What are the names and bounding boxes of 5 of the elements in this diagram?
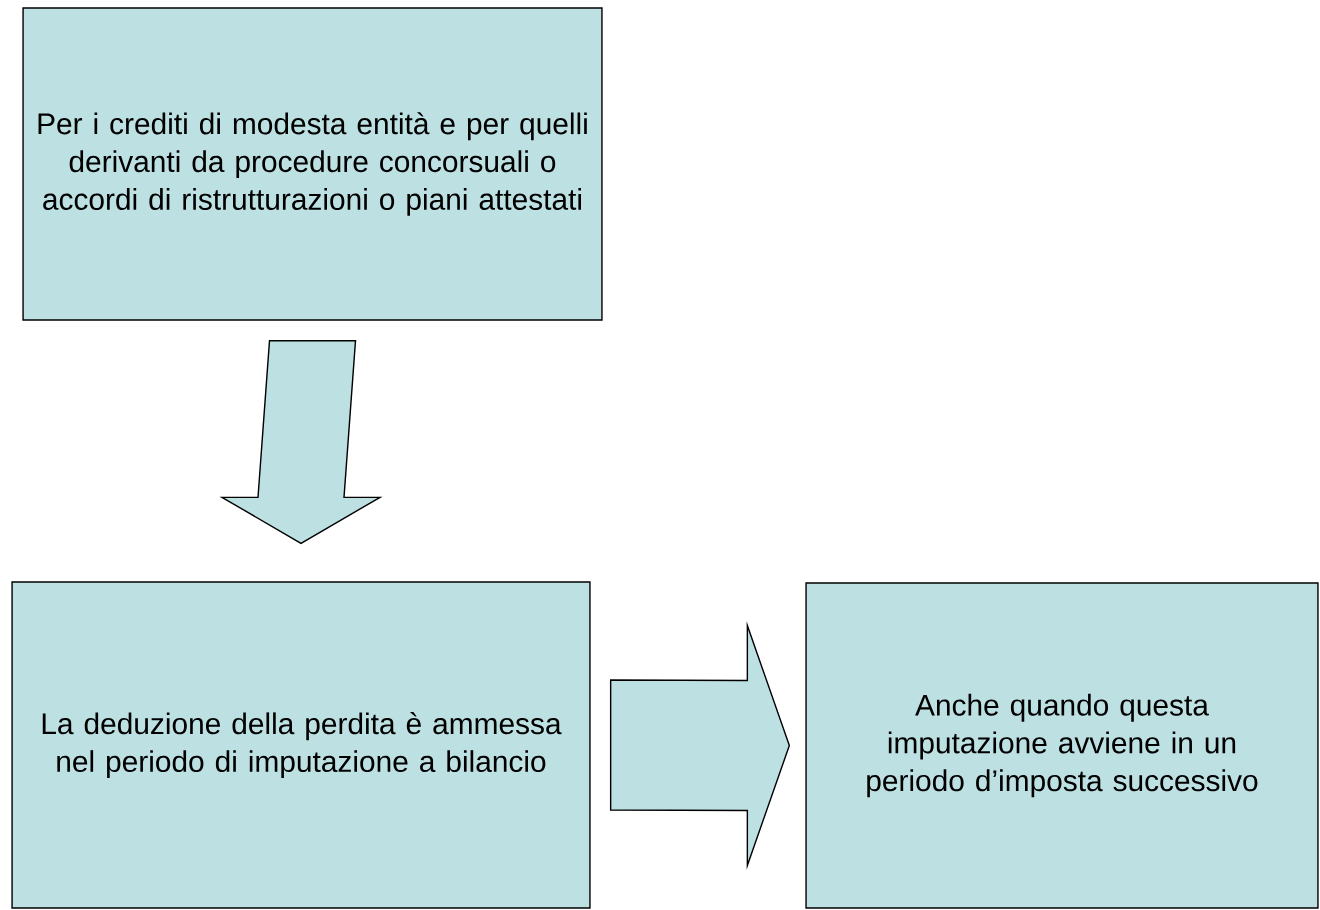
text-box: Anche quando questa imputazione avviene in un periodo d’imposta successivo xyxy=(805,582,1319,909)
text-box: Per i crediti di modesta entità e per quelli derivanti da procedure concorsuali o accordi di ristrutturazioni o piani attestati xyxy=(22,7,603,321)
text-box: La deduzione della perdita è ammessa nel periodo di imputazione a bilancio xyxy=(11,581,591,909)
block-arrow xyxy=(219,339,383,545)
block-arrow xyxy=(609,621,791,870)
